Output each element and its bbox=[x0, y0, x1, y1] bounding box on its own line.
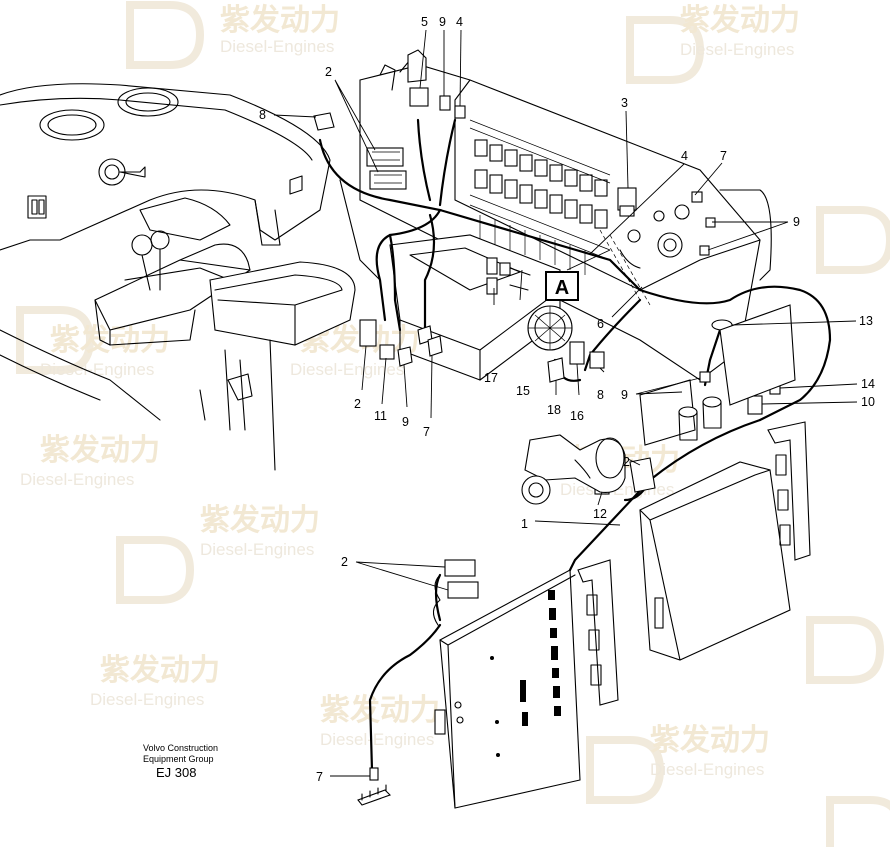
detail-marker-a: A bbox=[545, 249, 611, 301]
callout-17: 17 bbox=[484, 371, 498, 385]
callout-4: 4 bbox=[456, 15, 463, 29]
watermark-sub: Diesel-Engines bbox=[320, 730, 434, 749]
watermark-sub: Diesel-Engines bbox=[220, 37, 334, 56]
watermark-sub: Diesel-Engines bbox=[290, 360, 404, 379]
watermark-sub: Diesel-Engines bbox=[90, 690, 204, 709]
callout-2: 2 bbox=[341, 555, 348, 569]
callout-14: 14 bbox=[861, 377, 875, 391]
circuit-board bbox=[432, 559, 581, 809]
center-console bbox=[339, 179, 573, 381]
caption-company-line1: Volvo Construction bbox=[143, 743, 219, 753]
callout-4: 4 bbox=[681, 149, 688, 163]
callout-1: 1 bbox=[521, 517, 528, 531]
callout-16: 16 bbox=[570, 409, 584, 423]
callout-9: 9 bbox=[621, 388, 628, 402]
watermark-sub: Diesel-Engines bbox=[40, 360, 154, 379]
watermark-sub: Diesel-Engines bbox=[200, 540, 314, 559]
callout-18: 18 bbox=[547, 403, 561, 417]
callout-9: 9 bbox=[439, 15, 446, 29]
callout-7: 7 bbox=[316, 770, 323, 784]
callout-2: 2 bbox=[623, 455, 630, 469]
callout-7: 7 bbox=[423, 425, 430, 439]
cab-dashboard bbox=[0, 83, 356, 471]
watermark-brand: 紫发动力 bbox=[650, 724, 770, 757]
connectors bbox=[313, 49, 781, 495]
detail-marker-label: A bbox=[555, 277, 569, 299]
watermark-sub: Diesel-Engines bbox=[20, 470, 134, 489]
callout-6: 6 bbox=[597, 317, 604, 331]
callout-12: 12 bbox=[593, 507, 607, 521]
callout-labels: 2 5 9 4 8 3 4 7 9 13 14 10 9 8 6 17 15 1… bbox=[259, 15, 875, 784]
bracket-right bbox=[767, 421, 811, 561]
watermark-brand: 紫发动力 bbox=[320, 694, 440, 727]
callout-2: 2 bbox=[325, 65, 332, 79]
watermark-brand: 紫发动力 bbox=[220, 4, 340, 37]
callout-2: 2 bbox=[354, 397, 361, 411]
caption-figure-code: EJ 308 bbox=[156, 765, 197, 780]
watermark-brand: 紫发动力 bbox=[200, 504, 320, 537]
bracket-mid bbox=[577, 559, 619, 706]
callout-3: 3 bbox=[621, 96, 628, 110]
callout-5: 5 bbox=[421, 15, 428, 29]
wiper-motor bbox=[521, 434, 626, 505]
callout-7: 7 bbox=[720, 149, 727, 163]
caption-company-line2: Equipment Group bbox=[143, 754, 214, 764]
leader-lines bbox=[273, 29, 858, 777]
fuse-row-lower bbox=[474, 169, 608, 229]
callout-9: 9 bbox=[402, 415, 409, 429]
ecu-box bbox=[639, 461, 791, 661]
callout-11: 11 bbox=[374, 409, 387, 423]
callout-13: 13 bbox=[859, 314, 873, 328]
watermark-brand: 紫发动力 bbox=[100, 654, 220, 687]
callout-15: 15 bbox=[516, 384, 530, 398]
fuse-row-upper bbox=[474, 139, 608, 197]
callout-9: 9 bbox=[793, 215, 800, 229]
watermark-brand: 紫发动力 bbox=[40, 434, 160, 467]
relay-modules bbox=[639, 304, 796, 446]
bottom-connector bbox=[357, 767, 392, 806]
callout-10: 10 bbox=[861, 395, 875, 409]
watermark-sub: Diesel-Engines bbox=[680, 40, 794, 59]
watermark-brand: 紫发动力 bbox=[680, 4, 800, 37]
watermark-sub: Diesel-Engines bbox=[650, 760, 764, 779]
callout-8: 8 bbox=[597, 388, 604, 402]
callout-8: 8 bbox=[259, 108, 266, 122]
